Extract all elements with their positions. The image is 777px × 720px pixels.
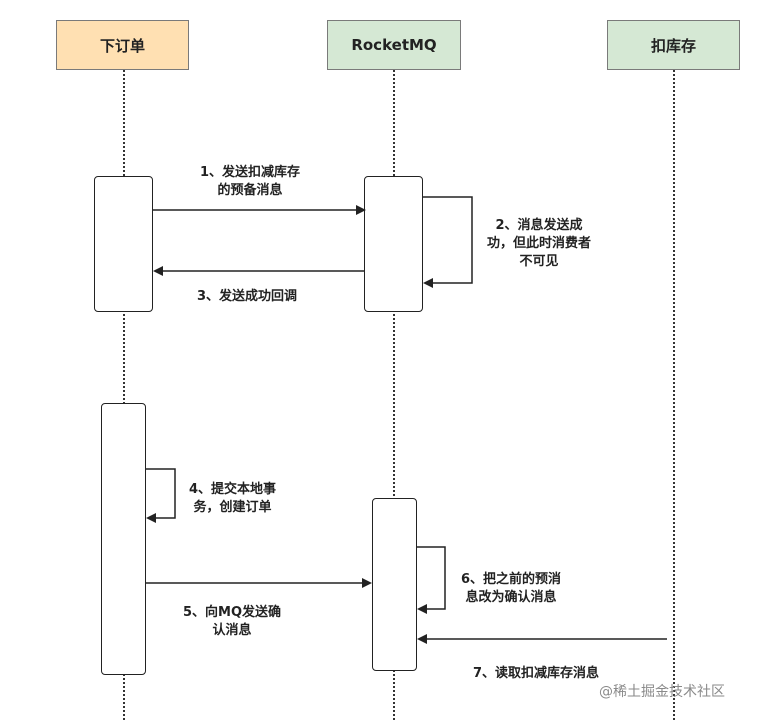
message-1-line2: 的预备消息 <box>217 183 283 198</box>
message-3-line1: 3、发送成功回调 <box>197 289 298 304</box>
lifeline-stock <box>673 70 675 720</box>
message-2-line2: 功，但此时消费者 <box>487 236 592 251</box>
message-6-label: 6、把之前的预消 息改为确认消息 <box>461 571 561 607</box>
arrow-1-head <box>356 205 366 215</box>
watermark: @稀土掘金技术社区 <box>599 684 725 700</box>
arrow-7-head <box>417 634 427 644</box>
message-6-line1: 6、把之前的预消 <box>461 572 562 587</box>
message-5-line2: 认消息 <box>212 623 252 638</box>
activation-mq-2 <box>372 498 417 671</box>
message-4-label: 4、提交本地事 务，创建订单 <box>189 481 276 517</box>
participant-rocketmq-label: RocketMQ <box>351 36 437 54</box>
message-4-line2: 务，创建订单 <box>193 500 272 515</box>
activation-order-1 <box>94 176 153 312</box>
activation-order-2 <box>101 403 146 675</box>
participant-order: 下订单 <box>56 20 189 70</box>
message-3-label: 3、发送成功回调 <box>197 288 297 306</box>
message-7-label: 7、读取扣减库存消息 <box>473 665 599 683</box>
arrow-4-head <box>146 513 156 523</box>
activation-mq-1 <box>364 176 423 312</box>
arrow-2-line <box>423 196 473 284</box>
message-2-line1: 2、消息发送成 <box>495 218 583 233</box>
message-2-line3: 不可见 <box>519 254 559 269</box>
participant-stock: 扣库存 <box>607 20 740 70</box>
arrow-6-head <box>417 604 427 614</box>
arrow-6-line <box>417 546 446 610</box>
arrow-4-line <box>146 468 176 519</box>
participant-order-label: 下订单 <box>99 36 145 55</box>
lifeline-order <box>123 70 125 720</box>
message-6-line2: 息改为确认消息 <box>465 590 557 605</box>
message-4-line1: 4、提交本地事 <box>189 482 277 497</box>
arrow-5-head <box>362 578 372 588</box>
message-5-label: 5、向MQ发送确 认消息 <box>183 604 281 640</box>
message-1-label: 1、发送扣减库存 的预备消息 <box>200 164 300 200</box>
message-5-line1: 5、向MQ发送确 <box>183 605 282 620</box>
lifeline-mq <box>393 70 395 720</box>
participant-stock-label: 扣库存 <box>650 36 696 55</box>
participant-rocketmq: RocketMQ <box>327 20 461 70</box>
message-1-line1: 1、发送扣减库存 <box>200 165 301 180</box>
arrow-2-head <box>423 278 433 288</box>
message-2-label: 2、消息发送成 功，但此时消费者 不可见 <box>487 217 591 271</box>
message-7-line1: 7、读取扣减库存消息 <box>473 666 600 681</box>
arrow-3-head <box>153 266 163 276</box>
